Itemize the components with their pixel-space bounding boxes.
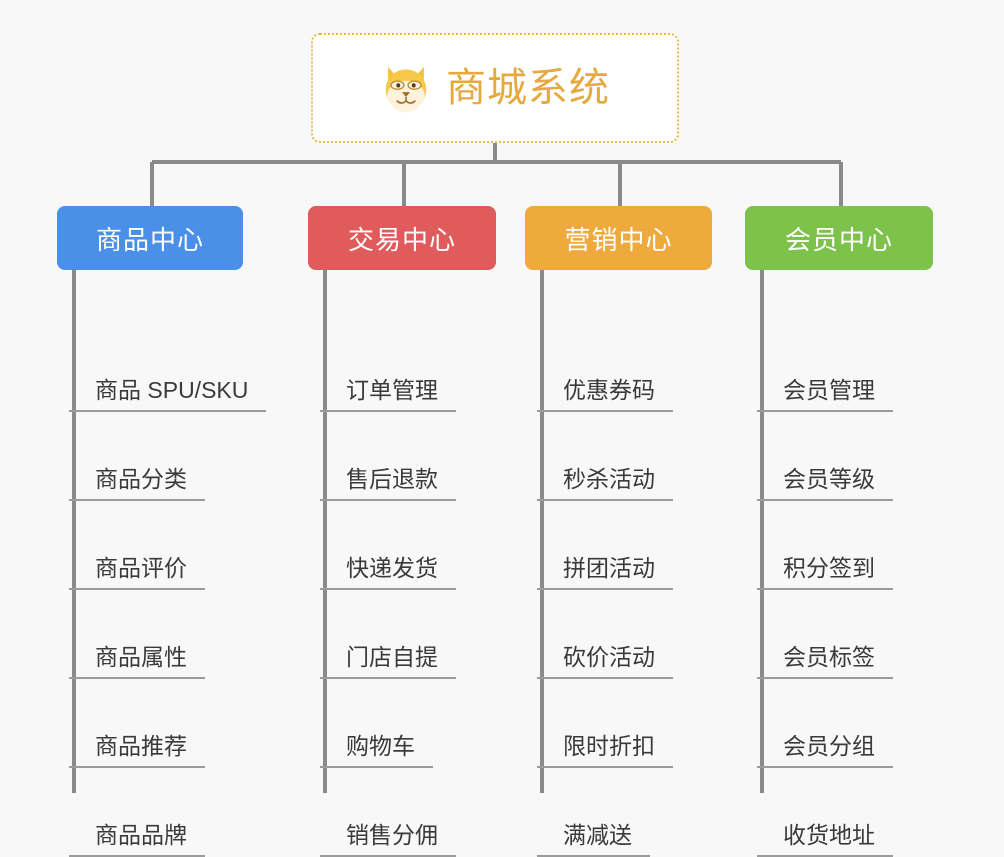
leaf-label: 会员等级 [757,466,893,501]
leaf-label: 商品属性 [69,644,205,679]
leaf-label: 售后退款 [320,466,456,501]
leaf-label: 商品品牌 [69,822,205,857]
branch-header-trade-center[interactable]: 交易中心 [308,206,496,270]
leaf-label: 门店自提 [320,644,456,679]
branch-header-label: 营销中心 [564,224,673,255]
leaf-label: 商品评价 [69,555,205,590]
leaf-label: 优惠券码 [537,377,673,412]
leaf-label: 满减送 [537,822,650,857]
branch-header-member-center[interactable]: 会员中心 [745,206,933,270]
leaf-label: 秒杀活动 [537,466,673,501]
shiba-dog-face-icon [385,66,427,113]
leaf-label: 会员分组 [757,733,893,768]
leaf-label: 商品分类 [69,466,205,501]
leaf-label: 砍价活动 [537,644,673,679]
branch-trade-center: 交易中心订单管理售后退款快递发货门店自提购物车销售分佣 [308,206,496,857]
leaf-label: 收货地址 [757,822,893,857]
leaf-label: 快递发货 [320,555,456,590]
leaf-label: 销售分佣 [320,822,456,857]
leaf-label: 商品推荐 [69,733,205,768]
branch-header-product-center[interactable]: 商品中心 [57,206,243,270]
leaf-label: 积分签到 [757,555,893,590]
leaf-label: 会员标签 [757,644,893,679]
root-title: 商城系统 [446,66,610,110]
root-node[interactable]: 商城系统 [311,33,679,143]
leaf-label: 会员管理 [757,377,893,412]
branch-product-center: 商品中心商品 SPU/SKU 商品分类商品评价商品属性商品推荐商品品牌 [57,206,267,857]
branch-header-label: 商品中心 [95,224,204,255]
branch-header-label: 会员中心 [784,224,893,255]
branch-header-label: 交易中心 [347,224,456,255]
branch-member-center: 会员中心会员管理会员等级积分签到会员标签会员分组收货地址 [745,206,933,857]
leaf-label: 商品 SPU/SKU [69,377,267,412]
leaf-label: 购物车 [320,733,433,768]
branch-header-marketing-center[interactable]: 营销中心 [525,206,712,270]
leaf-label: 拼团活动 [537,555,673,590]
leaf-label: 订单管理 [320,377,456,412]
leaf-label: 限时折扣 [537,733,673,768]
branch-marketing-center: 营销中心优惠券码秒杀活动拼团活动砍价活动限时折扣满减送 [525,206,712,857]
